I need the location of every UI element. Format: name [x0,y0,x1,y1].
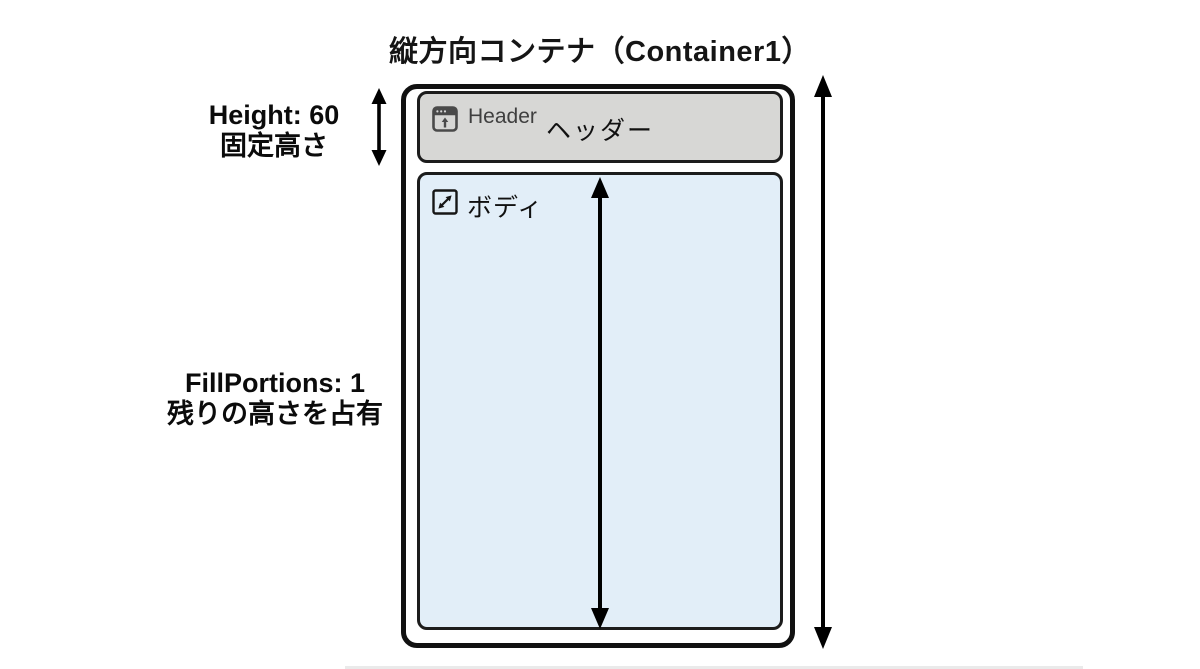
body-box: ボディ [417,172,783,630]
annotation-header-height-line2: 固定高さ [220,131,328,161]
expand-diagonal-icon [432,189,458,215]
header-tag-label: Header [468,105,537,128]
annotation-fill-portions-line2: 残りの高さを占有 [167,399,383,429]
diagram-title: 縦方向コンテナ（Container1） [389,36,811,68]
header-label: ヘッダー [546,117,655,145]
annotation-header-height: Height: 60 固定高さ [174,100,374,162]
annotation-header-height-line1: Height: 60 [208,100,340,130]
bottom-edge-artifact [345,666,1083,669]
annotation-fill-portions: FillPortions: 1 残りの高さを占有 [150,368,400,430]
header-box: Header ヘッダー [417,91,783,163]
annotation-fill-portions-line1: FillPortions: 1 [184,368,365,398]
container-total-height-arrow [814,75,832,649]
body-label: ボディ [467,194,544,222]
window-header-icon [432,106,458,132]
